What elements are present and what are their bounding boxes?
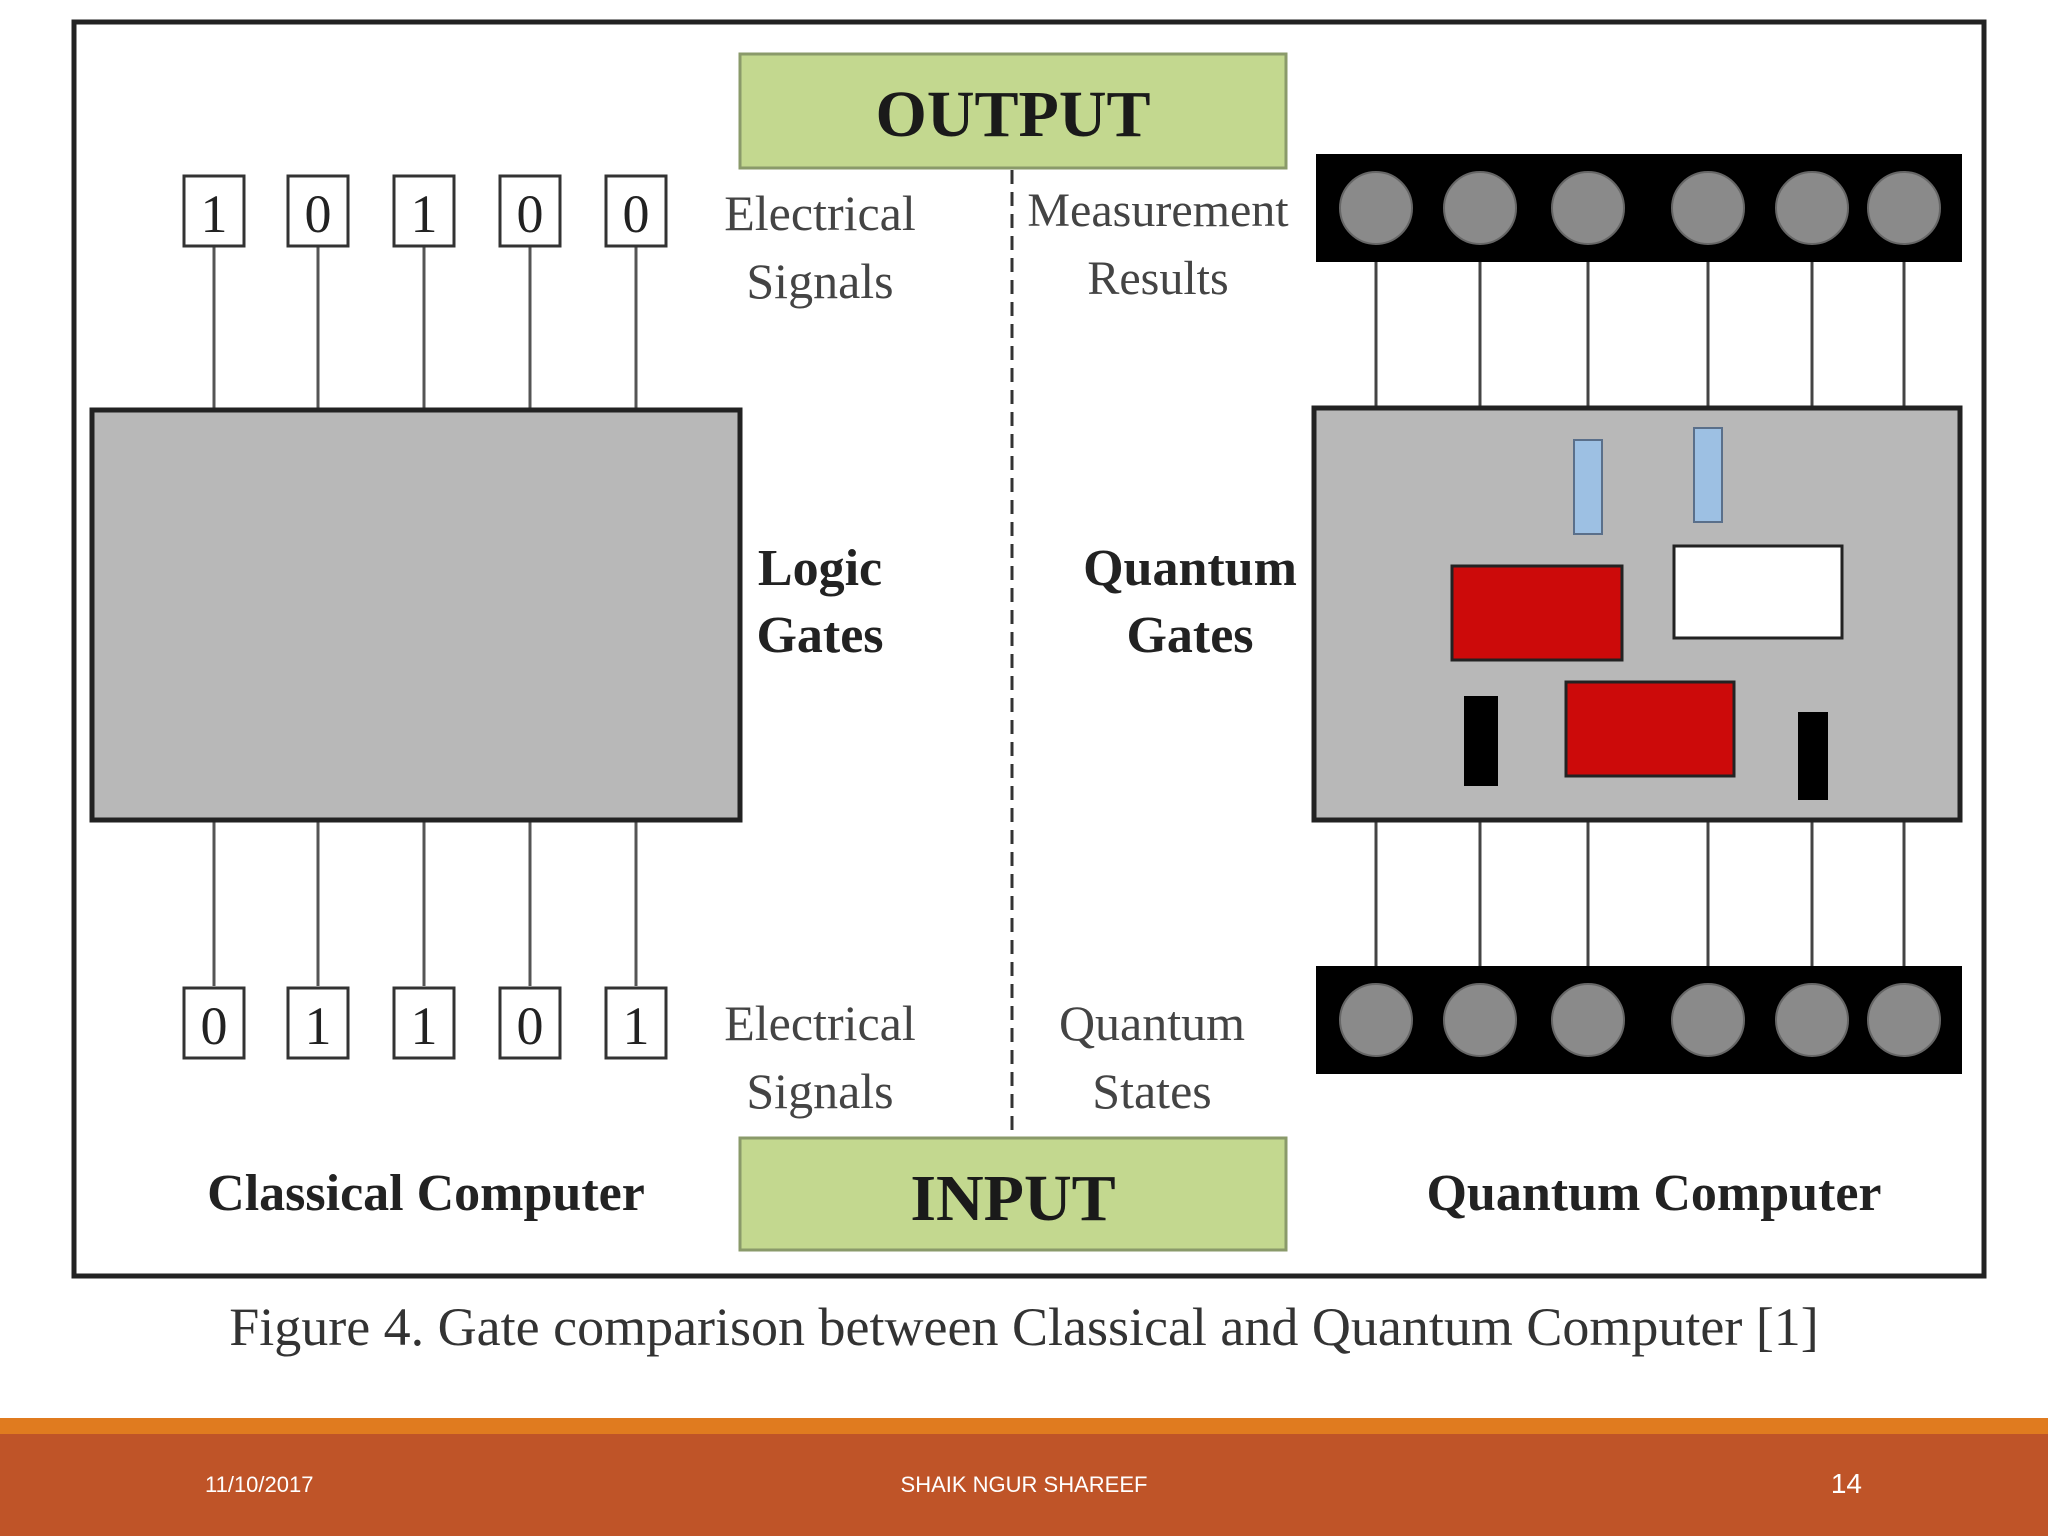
state-qubit <box>1775 983 1849 1057</box>
measurement-qubit <box>1867 171 1941 245</box>
logic-gates-label-line2: Gates <box>756 607 883 664</box>
quantum-state-qubits <box>1339 983 1941 1057</box>
logic-gates-box <box>89 407 743 823</box>
input-bit-box <box>498 986 562 1060</box>
output-bit-box <box>182 174 246 248</box>
state-qubit <box>1867 983 1941 1057</box>
slide-footer: 11/10/2017 SHAIK NGUR SHAREEF 14 <box>0 1434 2048 1536</box>
two-qubit-gate-white <box>1672 544 1844 640</box>
quantum-states-label-line2: States <box>1092 1063 1211 1119</box>
state-qubit <box>1551 983 1625 1057</box>
measurement-results-bar <box>1316 154 1962 262</box>
footer-date: 11/10/2017 <box>205 1472 314 1497</box>
measurement-qubit <box>1775 171 1849 245</box>
single-qubit-gate-blue <box>1693 427 1723 523</box>
logic-gates-label-line1: Logic <box>758 540 882 597</box>
single-qubit-gate-black <box>1464 696 1498 786</box>
output-bit-box <box>392 174 456 248</box>
measurement-label-line2: Results <box>1087 252 1228 305</box>
classical-wires <box>212 244 638 986</box>
input-bit-box <box>182 986 246 1060</box>
gate-comparison-diagram: OUTPUT INPUT 1 0 1 0 0 0 1 1 0 1 Electrical Sign… <box>71 19 1987 1279</box>
single-qubit-gate-black <box>1798 712 1828 800</box>
classical-output-bits: 1 0 1 0 0 <box>182 174 668 248</box>
input-bit-value: 0 <box>201 996 228 1056</box>
state-qubit <box>1671 983 1745 1057</box>
measurement-label-line1: Measurement <box>1027 184 1289 237</box>
output-bit-value: 1 <box>411 184 438 244</box>
classical-input-bits: 0 1 1 0 1 <box>182 986 668 1060</box>
input-bit-value: 1 <box>623 996 650 1056</box>
input-signal-label-line2: Signals <box>746 1063 893 1119</box>
footer-author: SHAIK NGUR SHAREEF <box>900 1472 1148 1497</box>
output-bit-value: 0 <box>517 184 544 244</box>
two-qubit-gate-red <box>1450 564 1624 662</box>
two-qubit-gate-red <box>1564 680 1736 778</box>
single-qubit-gate-blue <box>1573 439 1603 535</box>
figure-caption: Figure 4. Gate comparison between Classi… <box>229 1297 1819 1357</box>
input-box <box>738 1136 1288 1252</box>
page-number: 14 <box>1830 1468 1862 1499</box>
quantum-gates-label-line1: Quantum <box>1083 540 1297 597</box>
input-bit-box <box>392 986 456 1060</box>
input-bit-value: 1 <box>411 996 438 1056</box>
measurement-qubit <box>1551 171 1625 245</box>
input-bit-box <box>604 986 668 1060</box>
state-qubit <box>1339 983 1413 1057</box>
quantum-states-label-line1: Quantum <box>1059 995 1245 1051</box>
output-box <box>738 52 1288 170</box>
measurement-qubit <box>1671 171 1745 245</box>
input-bit-box <box>286 986 350 1060</box>
output-label: OUTPUT <box>875 78 1150 151</box>
input-label: INPUT <box>910 1162 1115 1235</box>
output-bit-box <box>604 174 668 248</box>
output-bit-value: 1 <box>201 184 228 244</box>
state-qubit <box>1443 983 1517 1057</box>
output-bit-box <box>498 174 562 248</box>
measurement-qubit <box>1339 171 1413 245</box>
input-signal-label-line1: Electrical <box>724 995 916 1051</box>
quantum-computer-title: Quantum Computer <box>1426 1165 1881 1222</box>
output-signal-label-line1: Electrical <box>724 185 916 241</box>
output-bit-box <box>286 174 350 248</box>
quantum-gate-set <box>1450 427 1844 800</box>
output-bit-value: 0 <box>305 184 332 244</box>
quantum-gates-label-line2: Gates <box>1126 607 1253 664</box>
footer-accent-stripe <box>0 1418 2048 1434</box>
measurement-qubit <box>1443 171 1517 245</box>
quantum-states-bar <box>1316 966 1962 1074</box>
input-bit-value: 1 <box>305 996 332 1056</box>
input-bit-value: 0 <box>517 996 544 1056</box>
classical-computer-title: Classical Computer <box>207 1165 645 1222</box>
measurement-qubits <box>1339 171 1941 245</box>
output-signal-label-line2: Signals <box>746 253 893 309</box>
output-bit-value: 0 <box>623 184 650 244</box>
